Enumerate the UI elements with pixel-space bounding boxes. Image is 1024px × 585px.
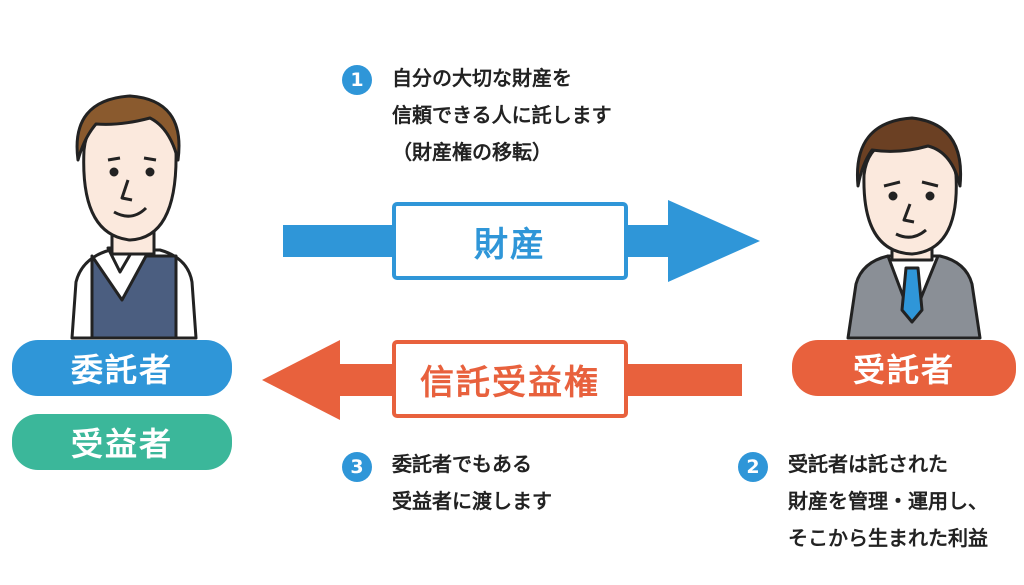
trustee-pill: 受託者 [792,340,1016,396]
property-label: 財産 [474,224,546,265]
trustee-illustration [846,116,982,340]
step1-line: （財産権の移転） [392,140,552,164]
step1-text: 自分の大切な財産を 信頼できる人に託します （財産権の移転） [392,60,612,171]
step3-text: 委託者でもある 受益者に渡します [392,446,552,520]
step1-number: 1 [350,69,364,91]
beneficiary-label: 受益者 [70,425,173,463]
beneficial-interest-label-box: 信託受益権 [392,340,628,418]
step3-number-badge: 3 [342,452,372,482]
beneficial-interest-label: 信託受益権 [420,362,600,403]
step2-line: 受託者は託された [788,452,948,476]
step2-line: そこから生まれた利益 [788,526,988,550]
step1-number-badge: 1 [342,65,372,95]
step2-number: 2 [746,456,760,478]
step1-line: 自分の大切な財産を [392,66,572,90]
settlor-illustration [70,94,198,340]
beneficiary-pill: 受益者 [12,414,232,470]
step2-line: 財産を管理・運用し、 [788,489,988,513]
step1-line: 信頼できる人に託します [392,103,612,127]
settlor-pill: 委託者 [12,340,232,396]
trustee-label: 受託者 [852,351,955,389]
settlor-label: 委託者 [70,351,173,389]
step3-number: 3 [350,456,364,478]
step2-text: 受託者は託された 財産を管理・運用し、 そこから生まれた利益 [788,446,1024,557]
step2-number-badge: 2 [738,452,768,482]
step3-line: 受益者に渡します [392,489,552,513]
property-label-box: 財産 [392,202,628,280]
step3-line: 委託者でもある [392,452,532,476]
